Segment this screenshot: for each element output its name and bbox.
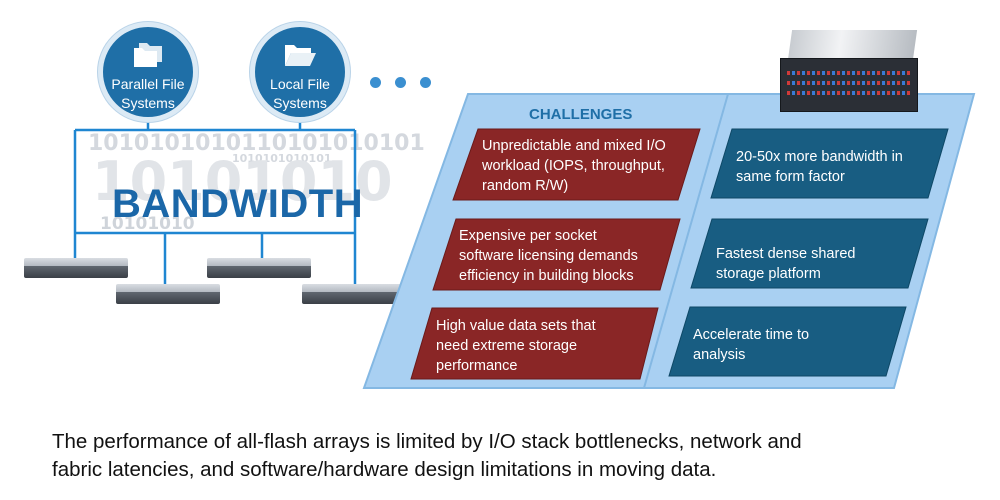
solution-item-line: analysis <box>693 347 746 363</box>
server-unit <box>116 284 220 304</box>
challenge-item-line: efficiency in building blocks <box>459 268 634 284</box>
local-file-systems-label-line2: Systems <box>273 95 327 111</box>
challenges-title: CHALLENGES <box>529 106 633 123</box>
caption-line: The performance of all-flash arrays is l… <box>52 430 802 453</box>
open-folder-icon <box>282 41 318 74</box>
solution-item-line: 20-50x more bandwidth in <box>736 149 903 165</box>
binary-background-row2: 10101010 <box>92 150 393 213</box>
challenge-item-line: High value data sets that <box>436 318 596 334</box>
challenge-item-line: software licensing demands <box>459 248 638 264</box>
challenge-item: Expensive per socket software licensing … <box>459 226 638 286</box>
challenge-item-line: random R/W) <box>482 178 569 194</box>
challenge-item-line: Unpredictable and mixed I/O <box>482 138 666 154</box>
binary-background-row1b: 1010101010101 <box>232 152 332 165</box>
caption-line: fabric latencies, and software/hardware … <box>52 458 717 481</box>
parallel-file-systems-label-line2: Systems <box>121 95 175 111</box>
solution-item: 20-50x more bandwidth in same form facto… <box>736 147 903 187</box>
solution-item: Fastest dense shared storage platform <box>716 244 855 284</box>
challenge-item-line: need extreme storage <box>436 338 578 354</box>
challenge-box-bg <box>452 128 701 201</box>
challenge-box-bg <box>410 307 659 380</box>
ellipsis-dot <box>420 77 431 88</box>
challenge-item: High value data sets that need extreme s… <box>436 316 596 376</box>
solution-item-line: same form factor <box>736 169 845 185</box>
binary-background-row1: 1010101010110101010101 <box>88 131 425 156</box>
parallel-file-systems-node: Parallel File Systems <box>98 22 198 122</box>
appliance-top <box>787 30 918 60</box>
solution-box-bg <box>690 218 929 289</box>
local-file-systems-label-line1: Local File <box>270 76 330 92</box>
server-unit <box>24 258 128 278</box>
appliance-front <box>780 58 918 112</box>
challenge-item-line: Expensive per socket <box>459 228 597 244</box>
server-unit <box>302 284 406 304</box>
solution-item-line: Fastest dense shared <box>716 246 856 262</box>
challenge-box-bg <box>432 218 681 291</box>
challenge-item-line: performance <box>436 358 518 374</box>
local-file-systems-node: Local File Systems <box>250 22 350 122</box>
challenge-item: Unpredictable and mixed I/O workload (IO… <box>482 136 666 196</box>
folders-icon <box>130 41 166 74</box>
bandwidth-label: BANDWIDTH <box>112 182 364 226</box>
caption-text: The performance of all-flash arrays is l… <box>52 428 972 484</box>
solution-item: Accelerate time to analysis <box>693 325 809 365</box>
solution-item-line: storage platform <box>716 266 821 282</box>
parallel-file-systems-label-line1: Parallel File <box>111 76 185 92</box>
ellipsis-dot <box>395 77 406 88</box>
challenge-item-line: workload (IOPS, throughput, <box>482 158 665 174</box>
network-lines <box>73 120 357 290</box>
solution-box-bg <box>710 128 949 199</box>
solution-box-bg <box>668 306 907 377</box>
solution-item-line: Accelerate time to <box>693 327 810 343</box>
server-unit <box>207 258 311 278</box>
ellipsis-dot <box>370 77 381 88</box>
binary-background-row3: 10101010 <box>100 214 195 234</box>
